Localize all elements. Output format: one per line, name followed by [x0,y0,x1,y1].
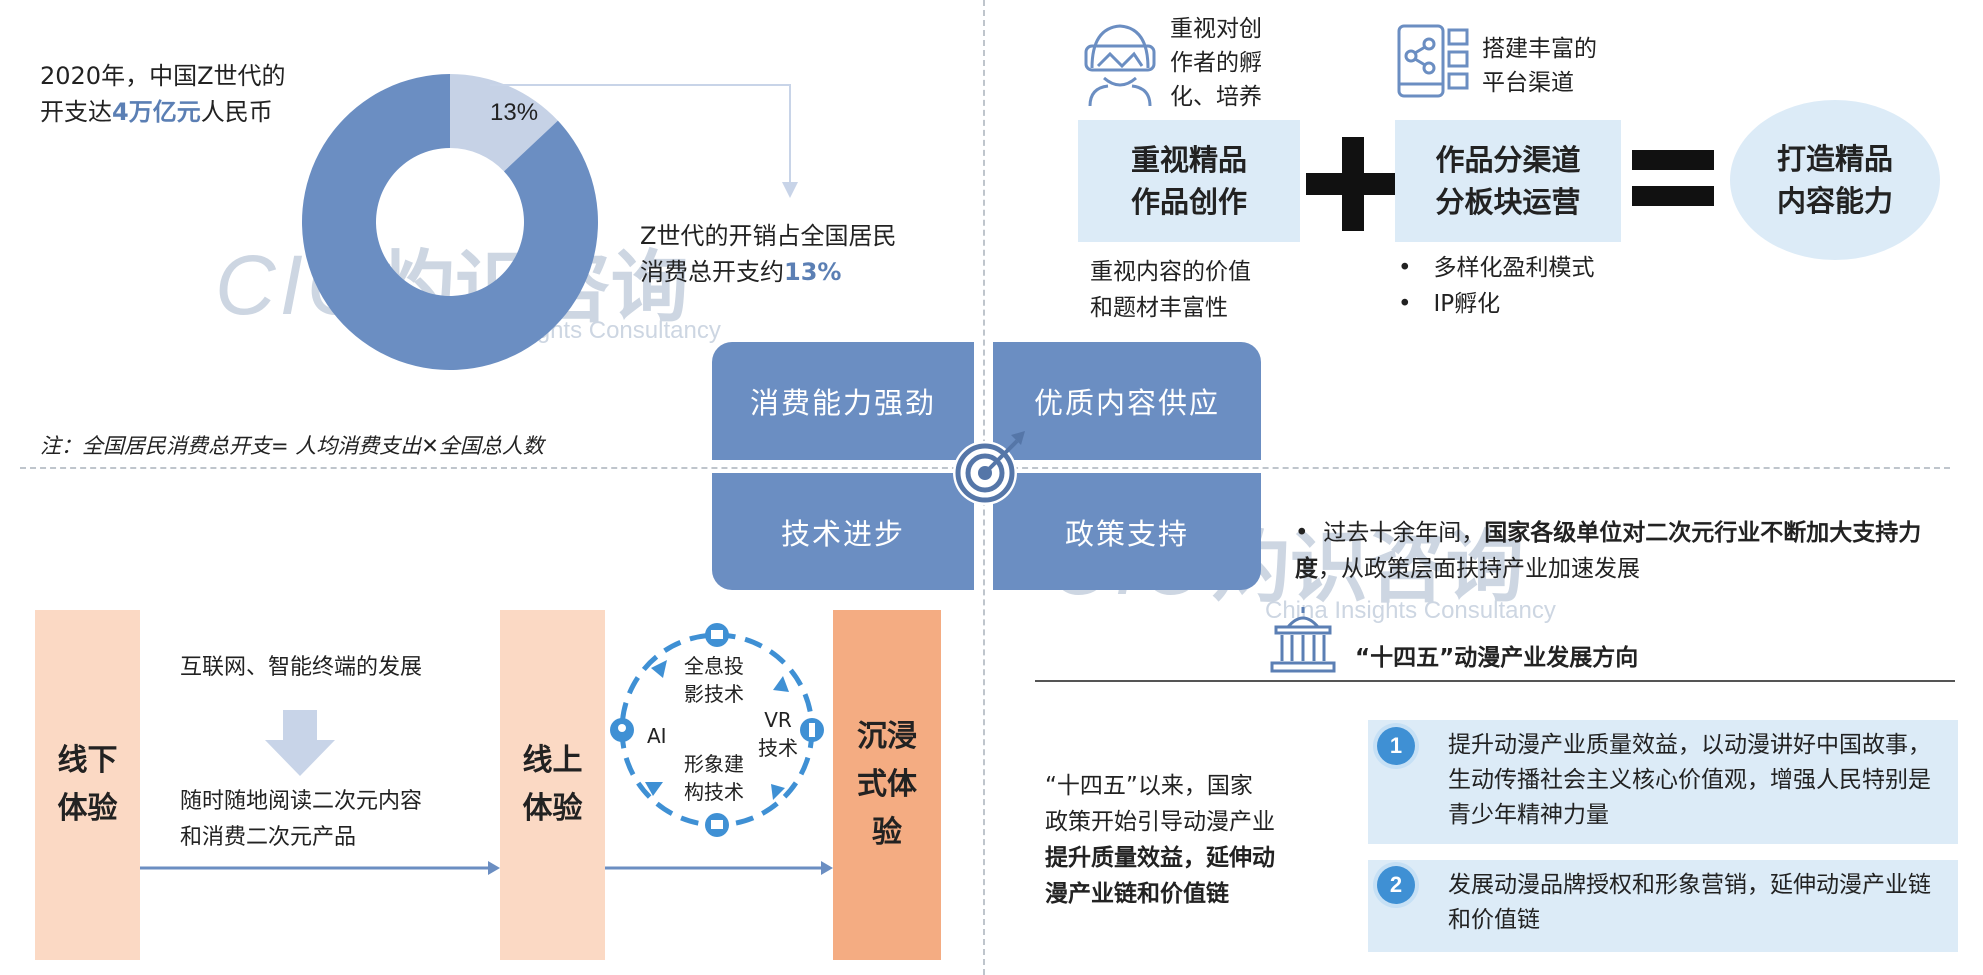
share-line1: Z世代的开销占全国居民 [640,222,897,250]
watermark-cn: 灼识咨询 [1211,523,1524,613]
platform-channel-text: 搭建丰富的 平台渠道 [1482,32,1597,100]
quality-creation-tile: 重视精品作品创作 [1078,120,1300,242]
vr-creator-icon [1084,24,1156,107]
footnote: 注：全国居民消费总开支= 人均消费支出✕全国总人数 [40,434,544,458]
z-gen-share-text: Z世代的开销占全国居民 消费总开支约13% [640,218,896,290]
read-anytime-text: 随时随地阅读二次元内容 和消费二次元产品 [180,784,422,856]
online-line2: 体验 [522,791,583,826]
vr-line1: VR [764,708,792,732]
title-rule [1035,680,1955,682]
creator-text-line2: 作者的孵 [1170,50,1262,76]
bullet-item: • IP孵化 [1398,291,1501,317]
headline-line2: 开支达4万亿元人民币 [40,98,273,126]
government-building-icon [1270,607,1336,673]
donut-connector-arrow [490,84,798,198]
z-gen-spending-headline: 2020年，中国Z世代的 开支达4万亿元人民币 [40,58,286,130]
tile1-note-line1: 重视内容的价值 [1090,259,1251,285]
online-experience: 线上体验 [500,610,605,960]
target-icon [953,431,1025,505]
read-line2: 和消费二次元产品 [180,825,357,850]
creator-text-line1: 重视对创 [1170,16,1262,42]
watermark-en: China Insights Consultancy [1265,597,1556,624]
holo-line1: 全息投 [684,654,744,678]
result-line1: 打造精品 [1776,142,1893,176]
offline-line2: 体验 [57,791,118,826]
creator-incubation-text: 重视对创 作者的孵 化、培养 [1170,12,1262,114]
spending-donut-chart: 13% [302,74,598,371]
tile1-note: 重视内容的价值 和题材丰富性 [1090,254,1251,326]
platform-text-line1: 搭建丰富的 [1482,36,1597,62]
plus-icon-vertical [1342,137,1364,231]
ai-label: AI [647,724,667,748]
policy-support-bullet: • 过去十余年间，国家各级单位对二次元行业不断加大支持力度，从政策层面扶持产业加… [1295,520,1922,582]
read-line1: 随时随地阅读二次元内容 [180,789,423,814]
down-arrow-icon [265,710,335,776]
bullet-item: • 多样化盈利模式 [1398,255,1595,281]
immersive-line1: 沉浸 [857,719,917,754]
number-badge-1: 1 [1377,727,1415,765]
equals-icon [1632,150,1714,170]
donut-slice-1 [450,74,558,172]
quadrant-policy: 政策支持 [993,473,1261,590]
tech-cycle-diagram [610,623,824,837]
vr-line2: 技术 [758,736,798,760]
immersive-experience: 沉浸式体验 [833,610,941,960]
tile1-line1: 重视精品 [1130,143,1247,177]
immersive-line3: 验 [872,815,902,850]
direction-item-2: 发展动漫品牌授权和形象营销，延伸动漫产业链和价值链 [1368,860,1958,952]
policy-summary: “十四五”以来，国家 政策开始引导动漫产业 提升质量效益，延伸动 漫产业链和价值… [1045,768,1275,912]
headline-line1: 2020年，中国Z世代的 [40,62,286,90]
operation-bullets: • 多样化盈利模式 • IP孵化 [1398,250,1595,322]
holographic-tech-label: 全息投 影技术 [684,652,744,708]
creator-text-line3: 化、培养 [1170,84,1262,110]
platform-share-icon [1397,24,1469,98]
direction-title: “十四五”动漫产业发展方向 [1355,645,1639,671]
offline-experience: 线下体验 [35,610,140,960]
online-line1: 线上 [522,743,583,778]
equals-icon-lower [1632,186,1714,206]
share-line2: 消费总开支约13% [640,258,842,286]
tile2-line2: 分板块运营 [1435,185,1581,219]
tile1-note-line2: 和题材丰富性 [1090,295,1228,321]
flow-arrows [140,861,833,875]
tile2-line1: 作品分渠道 [1435,143,1581,177]
summary-line3: 提升质量效益，延伸动 [1045,845,1275,871]
direction-item-2-text: 发展动漫品牌授权和形象营销，延伸动漫产业链和价值链 [1448,872,1931,933]
tile1-line2: 作品创作 [1130,185,1247,219]
result-line2: 内容能力 [1776,184,1893,218]
summary-line4: 漫产业链和价值链 [1045,881,1229,907]
channel-operation-tile: 作品分渠道分板块运营 [1395,120,1621,242]
number-badge-2: 2 [1377,866,1415,904]
internet-development-text: 互联网、智能终端的发展 [180,655,423,680]
donut-data-label: 13% [490,99,538,126]
quadrant-content: 优质内容供应 [993,342,1261,460]
quadrant-consumption: 消费能力强劲 [712,342,974,460]
immersive-line2: 式体 [857,767,917,802]
quadrant-technology: 技术进步 [712,473,974,590]
summary-line1: “十四五”以来，国家 [1045,773,1253,799]
platform-text-line2: 平台渠道 [1482,70,1574,96]
image-building-tech-label: 形象建 构技术 [684,750,744,806]
summary-line2: 政策开始引导动漫产业 [1045,809,1275,835]
image-line2: 构技术 [684,780,744,804]
direction-item-1-text: 提升动漫产业质量效益，以动漫讲好中国故事，生动传播社会主义核心价值观，增强人民特… [1448,732,1931,828]
vr-tech-label: VR 技术 [758,706,798,762]
image-line1: 形象建 [684,752,744,776]
donut-slice-2 [302,74,598,371]
quality-content-result: 打造精品内容能力 [1730,100,1940,260]
offline-line1: 线下 [57,743,118,778]
holo-line2: 影技术 [684,682,744,706]
direction-item-1: 提升动漫产业质量效益，以动漫讲好中国故事，生动传播社会主义核心价值观，增强人民特… [1368,720,1958,844]
